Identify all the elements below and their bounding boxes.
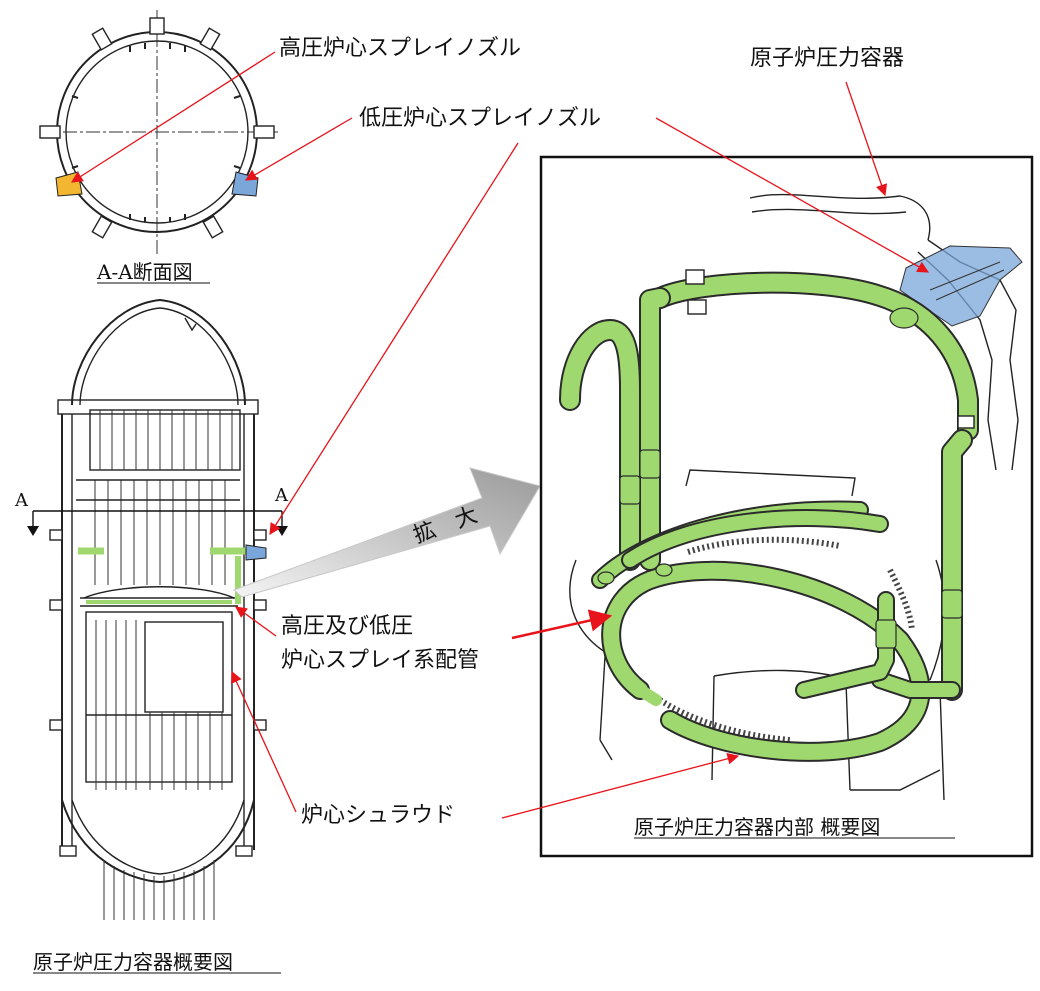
vessel-side-nozzles bbox=[49, 529, 267, 857]
section-caption: A-A断面図 bbox=[96, 260, 193, 284]
leader-lines bbox=[71, 51, 930, 819]
section-view bbox=[39, 10, 278, 255]
pipe-joints bbox=[597, 307, 963, 649]
label-piping-line1: 高圧及び低圧 bbox=[281, 614, 413, 639]
pipe-brackets bbox=[685, 269, 975, 429]
interior-drawing bbox=[559, 193, 1023, 801]
section-mark-right: A bbox=[274, 485, 289, 506]
hp-nozzle-marker bbox=[55, 171, 83, 197]
section-nozzle-stubs bbox=[39, 17, 275, 239]
section-cut-line bbox=[27, 510, 288, 536]
control-rod-drives bbox=[103, 860, 215, 920]
leader-piping-interior bbox=[511, 609, 613, 640]
section-ticks bbox=[71, 43, 241, 222]
vessel-side-view bbox=[49, 298, 267, 920]
vessel-caption: 原子炉圧力容器概要図 bbox=[33, 950, 233, 974]
section-mark-left: A bbox=[14, 490, 29, 511]
label-lp-nozzle: 低圧炉心スプレイノズル bbox=[359, 106, 601, 131]
enlarge-label: 拡 大 bbox=[410, 503, 481, 549]
separator-tubes bbox=[94, 480, 226, 585]
label-rpv: 原子炉圧力容器 bbox=[750, 46, 904, 71]
label-piping-line2: 炉心スプレイ系配管 bbox=[281, 648, 479, 673]
interior-caption: 原子炉圧力容器内部 概要図 bbox=[634, 815, 880, 839]
label-hp-nozzle: 高圧炉心スプレイノズル bbox=[279, 36, 521, 61]
label-shroud: 炉心シュラウド bbox=[301, 803, 455, 828]
section-inner-ring bbox=[65, 40, 249, 224]
side-lp-nozzle bbox=[245, 544, 267, 561]
fuel-assemblies bbox=[95, 620, 223, 790]
steam-dryer-fins bbox=[99, 410, 233, 470]
enlarge-arrow bbox=[233, 467, 541, 598]
